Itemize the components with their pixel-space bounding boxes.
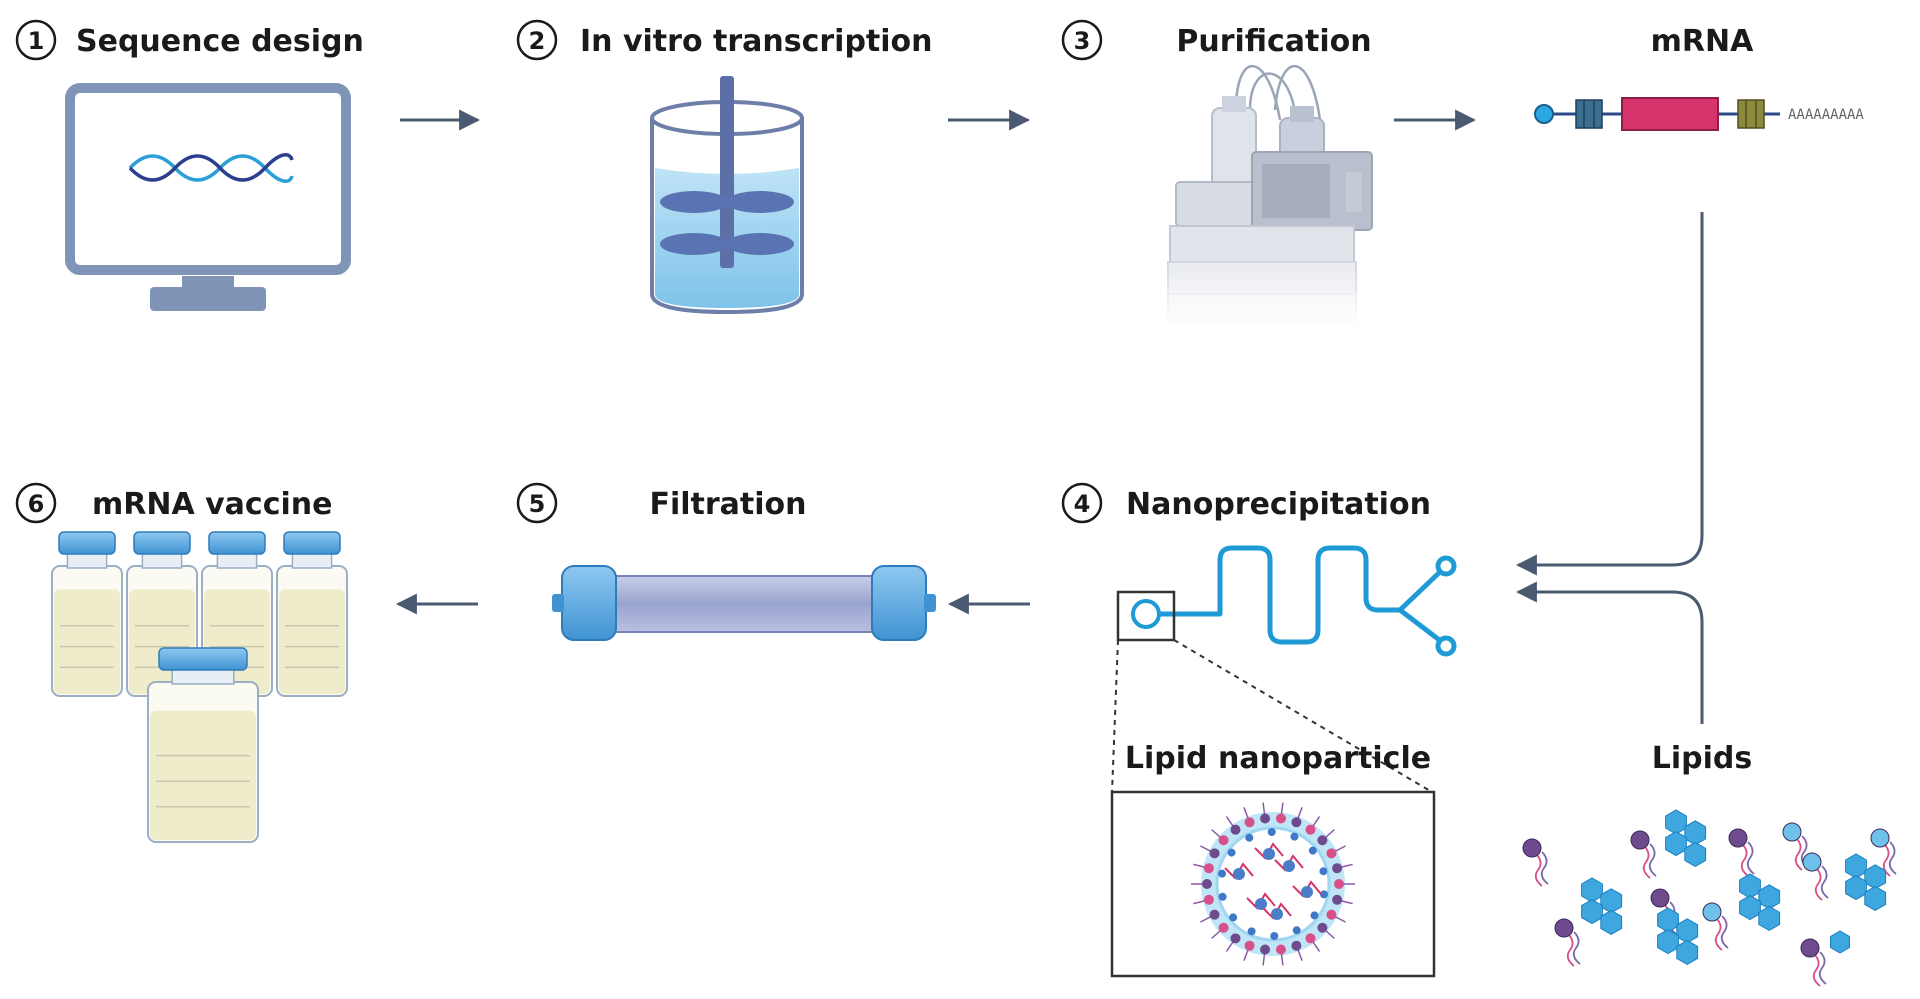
phospholipid-molecule (1800, 938, 1827, 987)
phospholipid-molecule (1802, 852, 1829, 901)
step-label: Nanoprecipitation (1126, 487, 1431, 522)
chromatography-system-icon (1160, 65, 1373, 330)
svg-text:4: 4 (1074, 490, 1091, 518)
outlet-port-icon (1131, 599, 1161, 629)
cholesterol-molecule (1665, 809, 1707, 867)
three-prime-utr-block (1737, 99, 1765, 129)
five-prime-utr-block (1575, 99, 1603, 129)
lipid-nanoparticle-inset: Lipid nanoparticle (1110, 741, 1436, 978)
dna-double-helix-icon (128, 153, 294, 183)
arrow-mrna-to-mixing (1515, 212, 1704, 576)
vial-icon (147, 647, 259, 843)
step-label: In vitro transcription (580, 24, 933, 59)
bioreactor-stirred-tank-icon (650, 76, 804, 315)
svg-text:5: 5 (529, 490, 546, 518)
svg-text:6: 6 (28, 490, 45, 518)
step-label: Filtration (649, 487, 806, 522)
step-label: Purification (1176, 24, 1371, 59)
mrna-label: mRNA (1651, 24, 1754, 59)
step-label: mRNA vaccine (92, 487, 332, 522)
lipids-group: Lipids (1522, 741, 1897, 987)
cholesterol-molecule (1581, 877, 1623, 935)
lipid-nanoparticle-label: Lipid nanoparticle (1125, 741, 1431, 776)
step-6-mrna-vaccine: 6 mRNA vaccine (15, 482, 348, 843)
coding-sequence-block (1621, 97, 1719, 131)
phospholipid-molecule (1522, 838, 1549, 887)
step-label: Sequence design (76, 24, 364, 59)
mrna-construct: mRNA AAAAAAAAA (1534, 24, 1864, 131)
lipids-label: Lipids (1652, 741, 1753, 776)
vaccine-vials-icon (51, 531, 348, 843)
phospholipid-molecule (1630, 830, 1657, 879)
arrow-lipids-to-mixing (1515, 581, 1704, 724)
step-number-badge: 5 (516, 482, 558, 524)
filter-cartridge-icon (552, 565, 936, 641)
step-number-badge: 6 (15, 482, 57, 524)
cholesterol-molecule (1739, 873, 1781, 931)
phospholipid-molecule (1554, 918, 1581, 967)
step-5-filtration: 5 Filtration (516, 482, 936, 641)
step-4-nanoprecipitation: 4 Nanoprecipitation (1061, 482, 1457, 793)
computer-monitor-icon (65, 83, 351, 311)
impeller-icon (660, 191, 794, 255)
step-number-badge: 1 (15, 19, 57, 61)
step-number-badge: 2 (516, 19, 558, 61)
poly-a-tail: AAAAAAAAA (1788, 107, 1864, 123)
vial-icon (276, 531, 348, 697)
microfluidic-mixer-icon (1160, 545, 1457, 657)
step-number-badge: 3 (1061, 19, 1103, 61)
zoom-guide-line (1111, 639, 1119, 793)
vial-icon (51, 531, 123, 697)
lipid-molecules-icon (1522, 809, 1897, 987)
svg-text:3: 3 (1074, 27, 1091, 55)
step-3-purification: 3 Purification (1061, 19, 1373, 330)
cholesterol-molecule (1845, 853, 1887, 911)
zoom-region-box (1116, 590, 1176, 642)
svg-text:2: 2 (529, 27, 546, 55)
phospholipid-molecule (1702, 902, 1729, 951)
svg-text:1: 1 (28, 27, 45, 55)
step-1-sequence-design: 1 Sequence design (15, 19, 364, 311)
five-prime-cap-icon (1534, 104, 1554, 124)
step-2-in-vitro-transcription: 2 In vitro transcription (516, 19, 933, 315)
step-number-badge: 4 (1061, 482, 1103, 524)
phospholipid-molecule (1728, 828, 1755, 877)
cholesterol-molecule (1657, 907, 1699, 965)
lipid-nanoparticle-icon (1191, 802, 1355, 966)
